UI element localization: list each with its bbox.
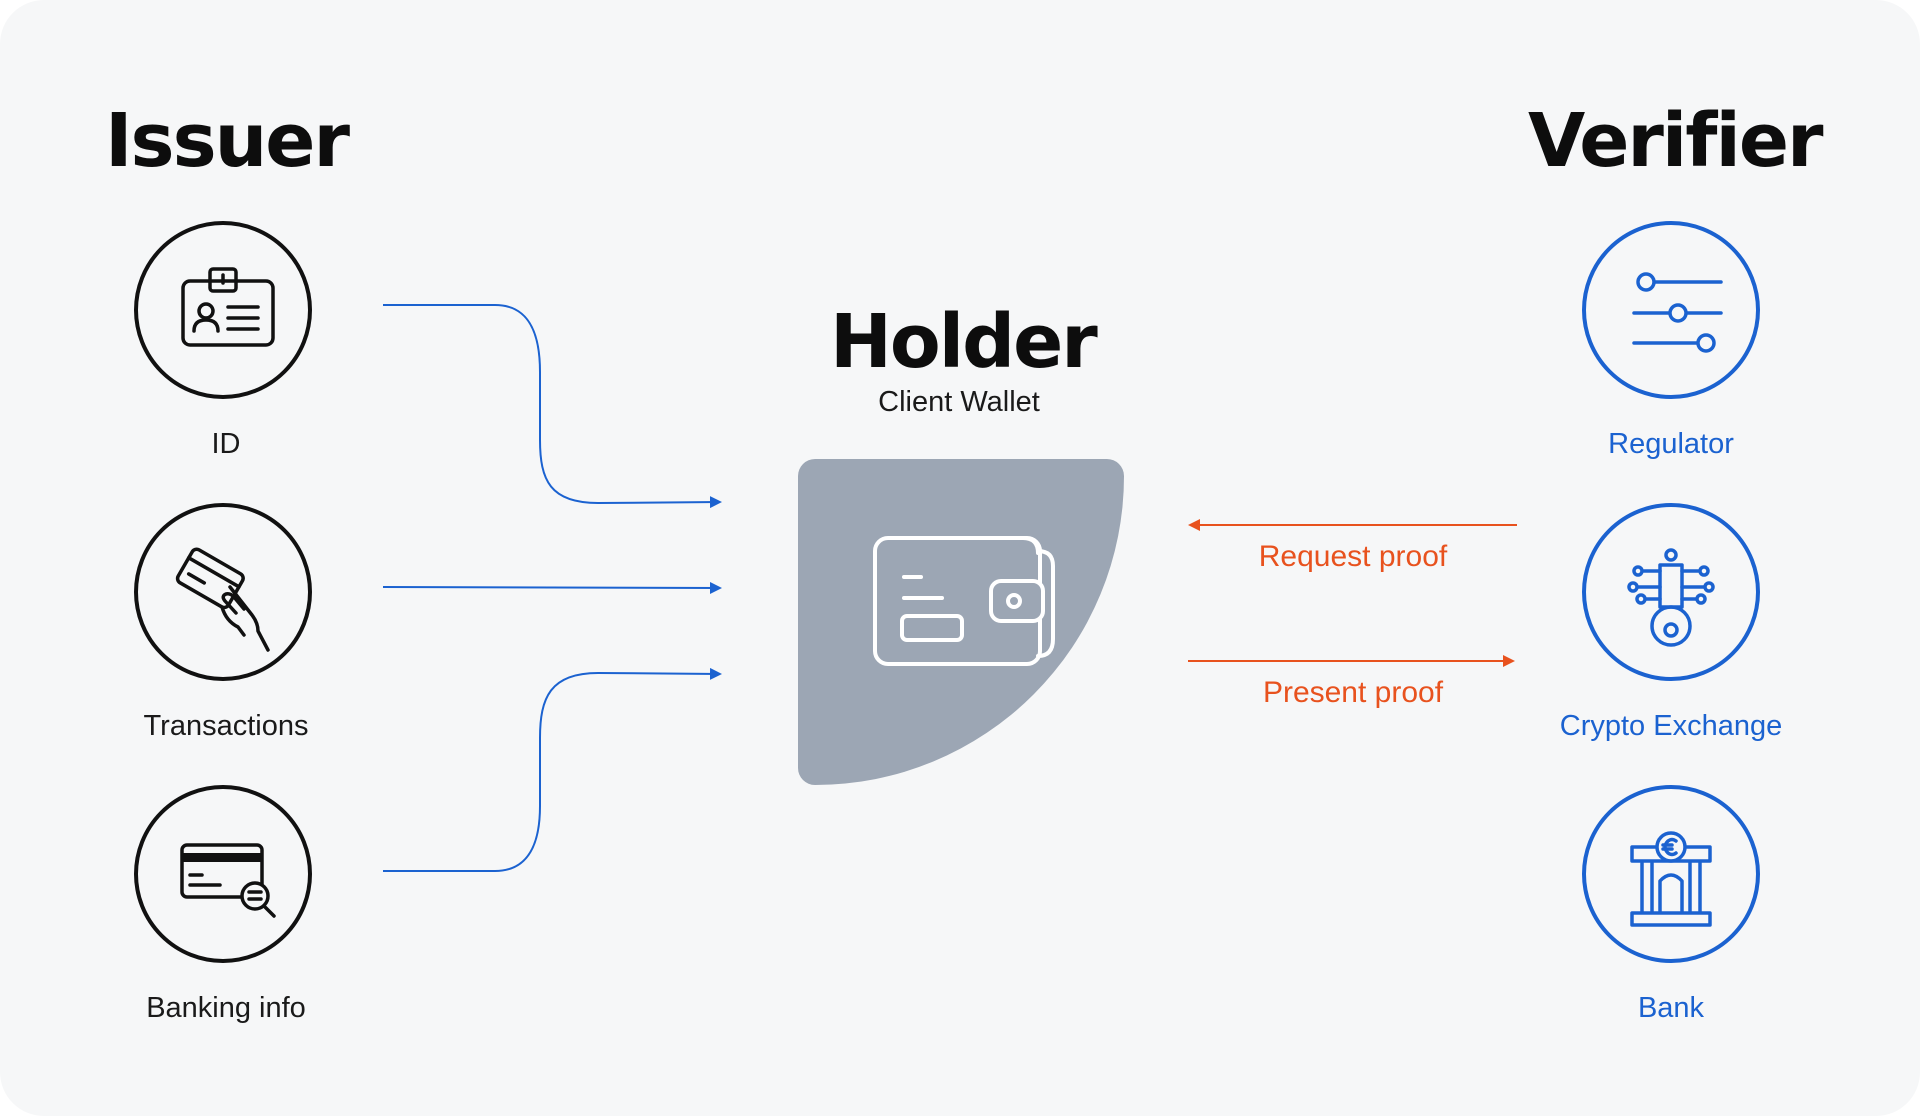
issuer-node-id — [134, 221, 312, 399]
present-proof-label: Present proof — [1262, 676, 1444, 709]
issuer-node-banking — [134, 785, 312, 963]
verifier-label-regulator: Regulator — [1608, 428, 1734, 460]
issuer-label-id: ID — [211, 428, 241, 460]
verifier-label-bank: Bank — [1637, 992, 1705, 1024]
request-proof-label: Request proof — [1258, 540, 1448, 573]
id-badge-icon — [181, 267, 275, 347]
verifier-node-regulator — [1582, 221, 1760, 399]
holder-wallet — [798, 459, 1124, 785]
verifier-node-crypto-exchange — [1582, 503, 1760, 681]
verifier-node-bank — [1582, 785, 1760, 963]
verifier-label-crypto-exchange: Crypto Exchange — [1559, 710, 1783, 742]
circuit-key-icon — [1627, 548, 1715, 647]
hand-card-icon — [175, 547, 270, 652]
holder-subtitle: Client Wallet — [878, 386, 1040, 418]
issuer-arrow-id — [383, 304, 722, 509]
issuer-arrow-transactions — [382, 581, 722, 594]
issuer-node-transactions — [134, 503, 312, 681]
verifier-title: Verifier — [1528, 98, 1824, 184]
issuer-title: Issuer — [105, 98, 350, 184]
issuer-arrow-banking — [383, 667, 722, 872]
issuer-label-transactions: Transactions — [143, 710, 309, 742]
card-search-icon — [180, 843, 276, 918]
holder-title: Holder — [830, 299, 1098, 385]
sliders-icon — [1632, 272, 1723, 353]
wallet-icon — [873, 536, 1055, 666]
bank-euro-icon — [1630, 831, 1712, 927]
issuer-label-banking: Banking info — [146, 992, 306, 1024]
